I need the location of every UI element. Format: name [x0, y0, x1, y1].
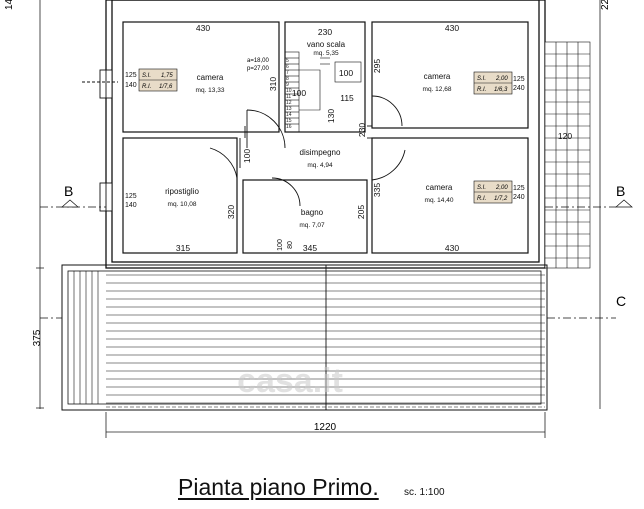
room-area: mq. 14,40: [425, 197, 454, 204]
plan-title: Pianta piano Primo.: [178, 474, 379, 500]
left-windows: [82, 69, 118, 212]
svg-text:R.I.: R.I.: [477, 87, 486, 93]
svg-text:2,00: 2,00: [495, 76, 508, 82]
svg-text:12: 12: [286, 100, 292, 106]
svg-text:120: 120: [558, 131, 572, 141]
svg-text:230: 230: [318, 27, 332, 37]
svg-text:11: 11: [286, 94, 291, 100]
svg-text:430: 430: [445, 243, 459, 253]
svg-text:14: 14: [286, 112, 292, 118]
svg-text:100: 100: [292, 88, 306, 98]
dimension-labels-vertical: 295 310 130 230 100 335 320 205 100 80: [226, 59, 382, 251]
stair-rise: a=18,00: [247, 58, 270, 64]
room-name: ripostiglio: [165, 187, 199, 196]
room-area: mq. 4,94: [307, 162, 333, 169]
section-lines: [40, 199, 633, 319]
room-name: camera: [426, 183, 453, 192]
svg-text:1/7,6: 1/7,6: [159, 84, 173, 90]
room-name: camera: [197, 73, 224, 82]
svg-text:16: 16: [286, 124, 292, 130]
svg-text:10: 10: [286, 88, 292, 94]
svg-text:100: 100: [277, 239, 284, 251]
room-area: mq. 7,07: [299, 222, 325, 229]
svg-text:315: 315: [176, 243, 190, 253]
overall-dimension-lines: [36, 0, 601, 438]
room-name: vano scala: [307, 40, 346, 49]
dim-375: 375: [32, 329, 43, 346]
svg-text:S.I.: S.I.: [477, 185, 486, 191]
svg-text:6: 6: [286, 64, 289, 70]
svg-text:320: 320: [226, 205, 236, 219]
svg-text:115: 115: [340, 93, 354, 103]
svg-text:100: 100: [339, 68, 353, 78]
svg-text:R.I.: R.I.: [477, 196, 486, 202]
svg-text:1,75: 1,75: [161, 73, 173, 79]
svg-text:S.I.: S.I.: [477, 76, 486, 82]
svg-text:13: 13: [286, 106, 292, 112]
svg-text:430: 430: [196, 23, 210, 33]
side-balcony: [544, 41, 591, 269]
svg-text:15: 15: [286, 118, 292, 124]
svg-text:8: 8: [286, 76, 289, 82]
svg-text:205: 205: [356, 205, 366, 219]
room-labels: camera mq. 13,33 vano scala mq. 5,35 cam…: [165, 40, 454, 229]
watermark: casa.it: [237, 362, 343, 400]
svg-text:125: 125: [125, 193, 137, 200]
svg-text:80: 80: [287, 241, 294, 249]
dimension-labels: 430 230 430 100 100 115 120 315 345 430: [176, 23, 572, 253]
svg-text:140: 140: [125, 202, 137, 209]
svg-text:130: 130: [326, 109, 336, 123]
room-area: mq. 13,33: [196, 87, 225, 94]
svg-text:1/7,2: 1/7,2: [494, 196, 508, 202]
dim-2220: 2220: [600, 0, 611, 10]
window-dimension-labels: 125 140 125 140 125 240 125 240: [125, 72, 525, 209]
dim-1470: 1470: [4, 0, 15, 10]
terrace: [61, 264, 548, 411]
door-swings: [209, 95, 406, 207]
svg-text:5: 5: [286, 58, 289, 64]
svg-text:310: 310: [268, 77, 278, 91]
section-b-left: B: [64, 183, 73, 199]
window-tag-bottom-right: S.I. 2,00 R.I. 1/7,2: [473, 180, 513, 204]
room-name: disimpegno: [300, 148, 341, 157]
section-b-right: B: [616, 183, 625, 199]
room-area: mq. 12,68: [423, 86, 452, 93]
svg-text:295: 295: [372, 59, 382, 73]
svg-text:240: 240: [513, 194, 525, 201]
window-tag-top-right: S.I. 2,00 R.I. 1/6,3: [473, 71, 513, 95]
room-name: bagno: [301, 208, 324, 217]
svg-text:345: 345: [303, 243, 317, 253]
svg-text:1/6,3: 1/6,3: [494, 87, 508, 93]
plan-scale: sc. 1:100: [404, 487, 445, 498]
svg-text:335: 335: [372, 183, 382, 197]
room-walls: [122, 21, 529, 254]
svg-text:430: 430: [445, 23, 459, 33]
svg-text:240: 240: [513, 85, 525, 92]
svg-text:2,00: 2,00: [495, 185, 508, 191]
svg-text:125: 125: [513, 76, 525, 83]
dim-1220: 1220: [314, 422, 337, 433]
room-area: mq. 10,08: [168, 201, 197, 208]
staircase: [284, 51, 362, 133]
svg-text:140: 140: [125, 82, 137, 89]
section-c-right: C: [616, 293, 626, 309]
svg-text:9: 9: [286, 82, 289, 88]
window-tag-left: S.I. 1,75 R.I. 1/7,6: [138, 68, 178, 92]
svg-text:100: 100: [242, 149, 252, 163]
svg-text:S.I.: S.I.: [142, 73, 151, 79]
stair-step-numbers: 5 6 7 8 9 10 11 12 13 14 15 16: [286, 58, 292, 130]
room-area: mq. 5,35: [313, 50, 339, 57]
svg-text:7: 7: [286, 70, 289, 76]
svg-text:R.I.: R.I.: [142, 84, 151, 90]
svg-text:230: 230: [357, 123, 367, 137]
svg-text:125: 125: [513, 185, 525, 192]
room-name: camera: [424, 72, 451, 81]
stair-tread: p=27,00: [247, 66, 270, 72]
svg-text:125: 125: [125, 72, 137, 79]
